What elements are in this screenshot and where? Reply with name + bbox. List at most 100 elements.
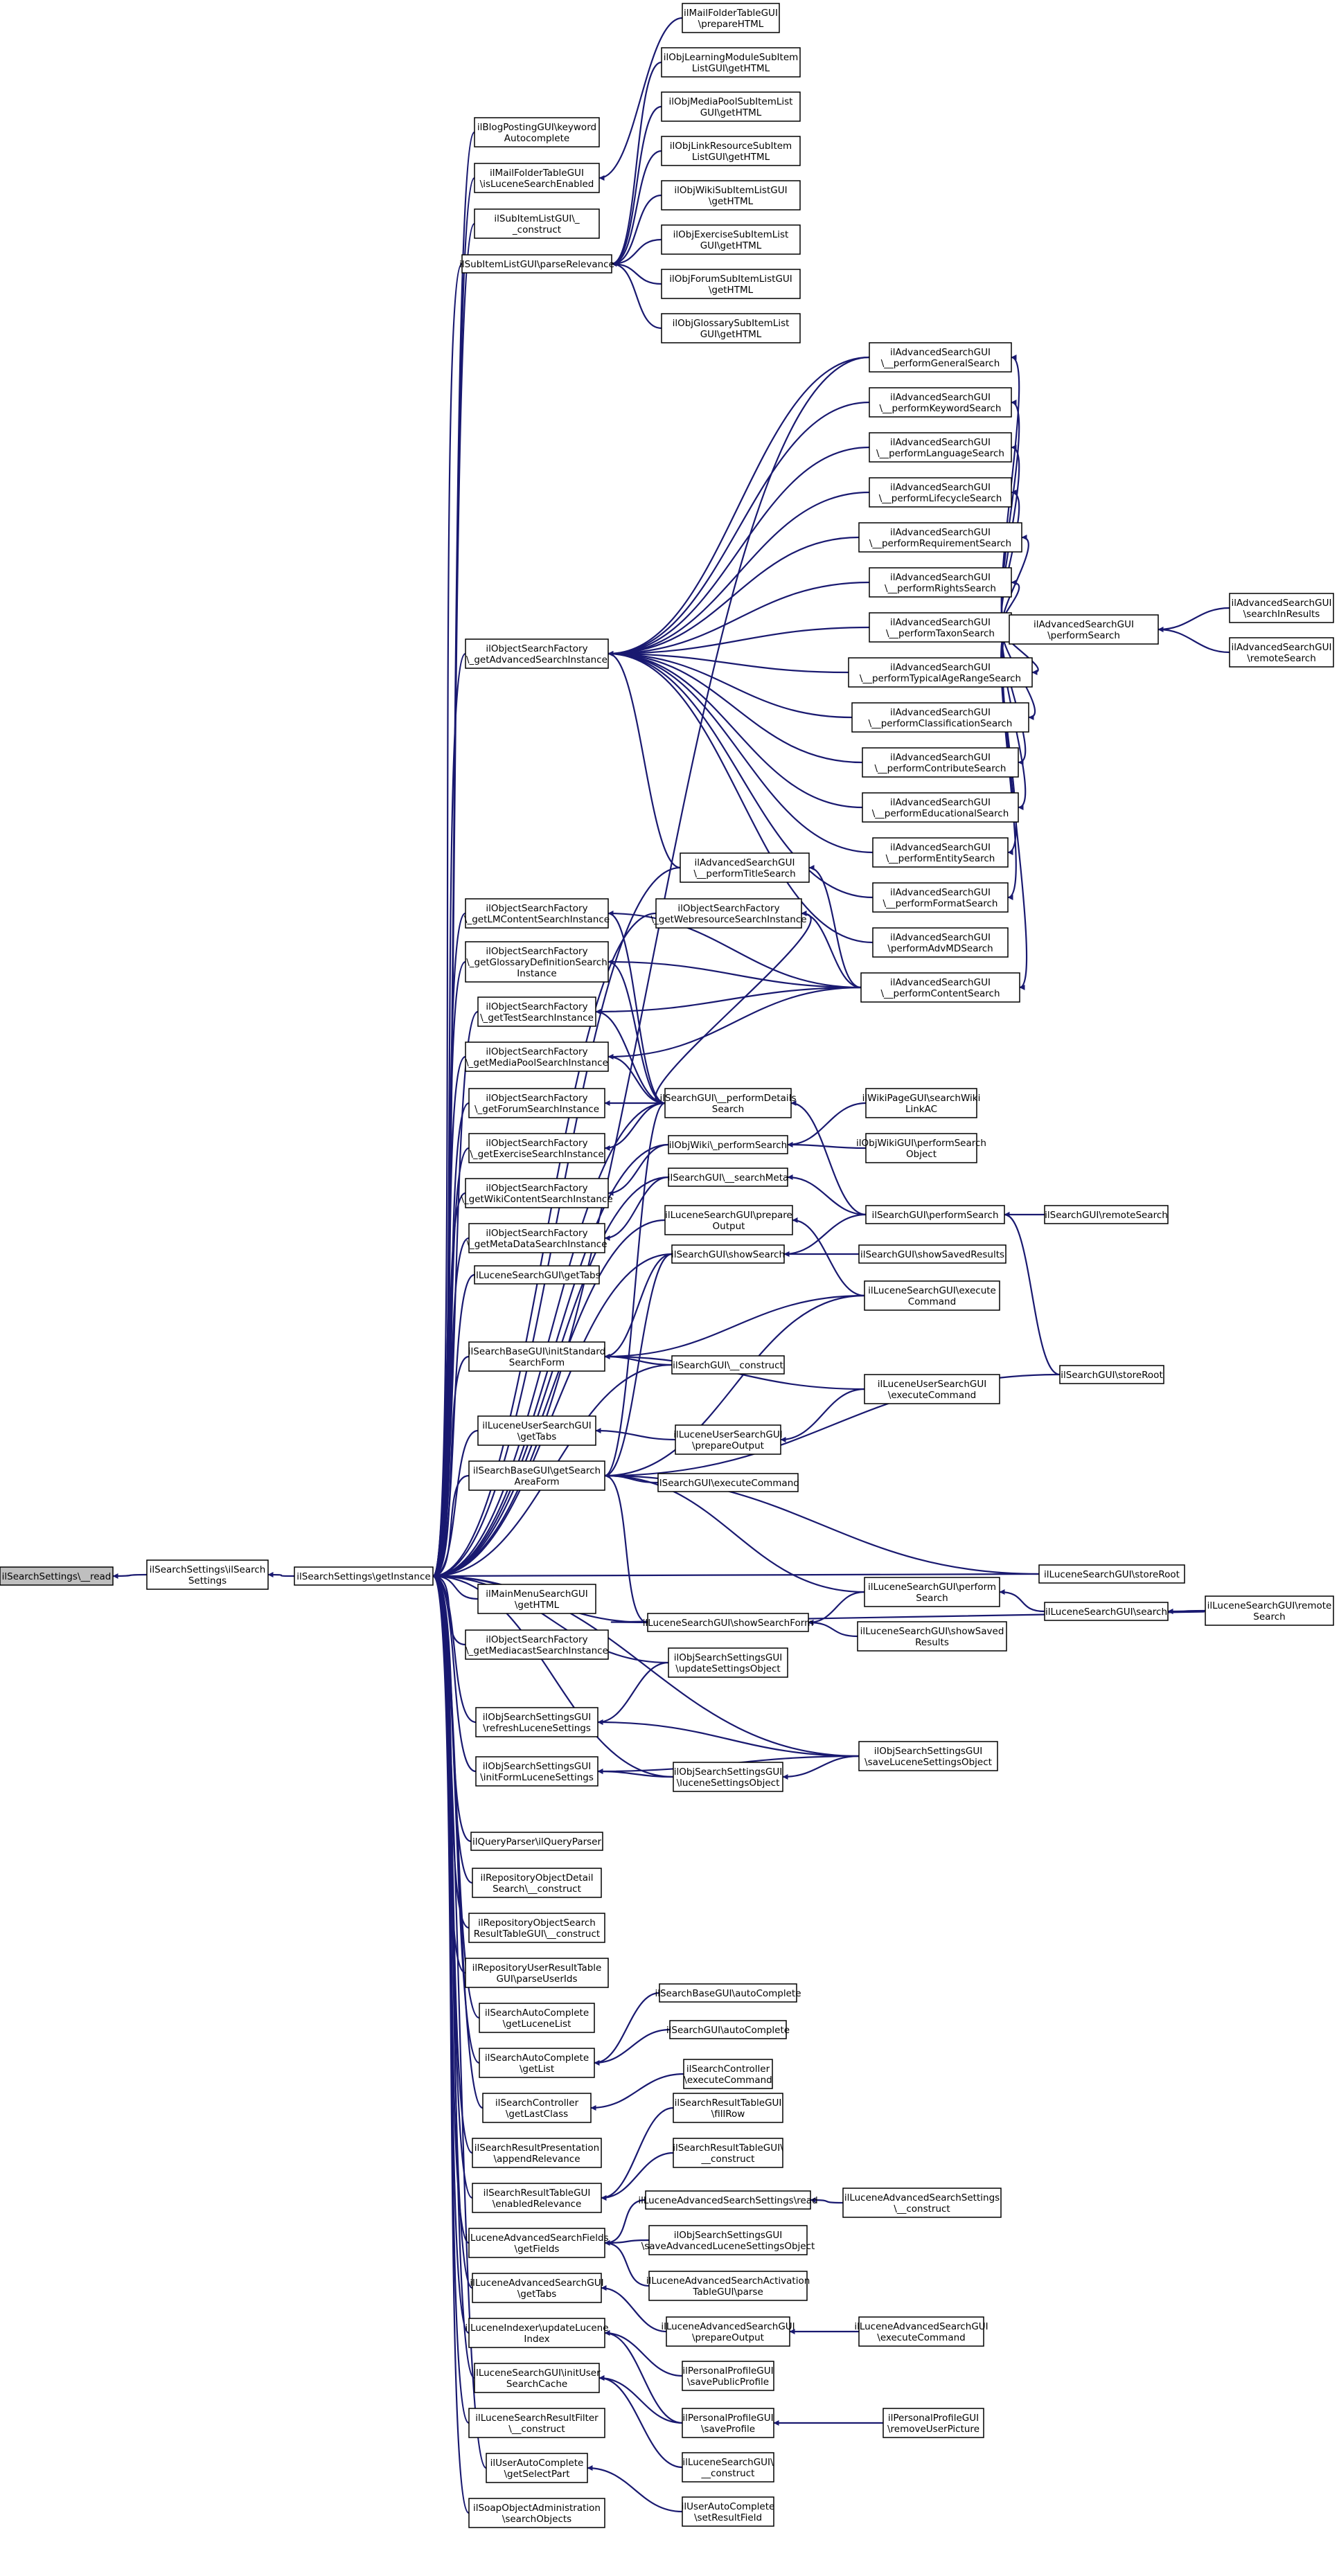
graph-node-saveAdvLucene[interactable]: ilObjSearchSettingsGUI\saveAdvancedLucen… (641, 2225, 815, 2255)
graph-node-luceneStoreRoot[interactable]: ilLuceneSearchGUI\storeRoot (1038, 1564, 1185, 1584)
graph-node-searchMeta[interactable]: ilSearchGUI\__searchMeta (668, 1168, 789, 1187)
graph-node-refreshLucene[interactable]: ilObjSearchSettingsGUI\refreshLuceneSett… (475, 1707, 598, 1737)
graph-node-mailLucene[interactable]: ilMailFolderTableGUI\isLuceneSearchEnabl… (474, 163, 600, 193)
graph-node-getTest[interactable]: ilObjectSearchFactory\_getTestSearchInst… (477, 996, 596, 1027)
graph-node-parseRelevance[interactable]: ilSubItemListGUI\parseRelevance (459, 254, 614, 274)
graph-node-luceneExecute[interactable]: ilLuceneSearchGUI\executeCommand (864, 1280, 1000, 1311)
graph-node-wikiPerformSearch[interactable]: ilObjWiki\_performSearch (668, 1135, 788, 1154)
graph-node-mainMenuHTML[interactable]: ilMainMenuSearchGUI\getHTML (477, 1584, 596, 1614)
graph-node-showSearch[interactable]: ilSearchGUI\showSearch (671, 1244, 785, 1264)
graph-node-searchConstruct[interactable]: ilSearchGUI\__construct (671, 1355, 785, 1375)
graph-node-luceneShowForm[interactable]: ilLuceneSearchGUI\showSearchForm (643, 1613, 813, 1632)
graph-node-storeRoot[interactable]: ilSearchGUI\storeRoot (1059, 1365, 1164, 1384)
graph-node-acGetList[interactable]: ilSearchAutoComplete\getList (479, 2048, 595, 2078)
graph-node-userACSet[interactable]: ilUserAutoComplete\setResultField (682, 2496, 775, 2527)
graph-node-luceneUserExecute[interactable]: ilLuceneUserSearchGUI\executeCommand (864, 1374, 1000, 1404)
graph-node-luceneUserPrepare[interactable]: ilLuceneUserSearchGUI\prepareOutput (673, 1424, 783, 1455)
graph-node-luceneShowSaved[interactable]: ilLuceneSearchGUI\showSavedResults (857, 1621, 1007, 1652)
graph-node-repoUser[interactable]: ilRepositoryUserResultTableGUI\parseUser… (465, 1958, 609, 1988)
graph-node-saveProfilePublic[interactable]: ilPersonalProfileGUI\savePublicProfile (682, 2361, 774, 2391)
graph-node-getWikiContent[interactable]: ilObjectSearchFactory\_getWikiContentSea… (461, 1178, 613, 1208)
graph-node-luceneSearch[interactable]: ilLuceneSearchGUI\search (1044, 1602, 1169, 1621)
graph-node-saveLucene[interactable]: ilObjSearchSettingsGUI\saveLuceneSetting… (858, 1741, 998, 1771)
graph-node-baseAutoComplete[interactable]: ilSearchBaseGUI\autoComplete (655, 1983, 801, 2003)
graph-node-acLucene[interactable]: ilSearchAutoComplete\getLuceneList (479, 2003, 595, 2033)
graph-node-rtConstruct[interactable]: ilSearchResultTableGUI\__construct (673, 2138, 783, 2168)
graph-node-advSearchInResults[interactable]: ilAdvancedSearchGUI\searchInResults (1229, 593, 1334, 623)
graph-node-rtEnabledRel[interactable]: ilSearchResultTableGUI\enabledRelevance (472, 2183, 602, 2213)
graph-node-ctrlExecute[interactable]: ilSearchController\executeCommand (683, 2059, 773, 2089)
graph-node-queryParser[interactable]: ilQueryParser\ilQueryParser (470, 1832, 603, 1851)
graph-node-getAdvInst[interactable]: ilObjectSearchFactory\_getAdvancedSearch… (465, 638, 609, 669)
graph-node-lasConstruct[interactable]: ilLuceneAdvancedSearchSettings\__constru… (842, 2188, 1002, 2218)
graph-node-repoDetail[interactable]: ilRepositoryObjectDetailSearch\__constru… (472, 1868, 602, 1898)
graph-node-getMediacast[interactable]: ilObjectSearchFactory\_getMediacastSearc… (465, 1629, 609, 1660)
graph-node-ss_construct[interactable]: ilSearchSettings\ilSearchSettings (146, 1559, 269, 1590)
graph-node-lucenePrepare[interactable]: ilLuceneSearchGUI\prepareOutput (664, 1205, 793, 1235)
graph-node-perfTaxon[interactable]: ilAdvancedSearchGUI\__performTaxonSearch (869, 612, 1012, 643)
graph-node-soapSearch[interactable]: ilSoapObjectAdministration\searchObjects (468, 2498, 605, 2528)
graph-node-luceneUserGetTabs[interactable]: ilLuceneUserSearchGUI\getTabs (477, 1415, 596, 1446)
graph-node-lasActivation[interactable]: ilLuceneAdvancedSearchActivationTableGUI… (646, 2271, 810, 2301)
graph-node-initFormLucene[interactable]: ilObjSearchSettingsGUI\initFormLuceneSet… (475, 1756, 598, 1787)
graph-node-rtFillRow[interactable]: ilSearchResultTableGUI\fillRow (673, 2093, 783, 2123)
graph-node-advPerformSearch[interactable]: ilAdvancedSearchGUI\performSearch (1009, 614, 1159, 645)
graph-node-getMetaData[interactable]: ilObjectSearchFactory\_getMetaDataSearch… (466, 1223, 608, 1253)
graph-node-perfContent[interactable]: ilAdvancedSearchGUI\__performContentSear… (860, 972, 1020, 1003)
graph-node-perfEducational[interactable]: ilAdvancedSearchGUI\__performEducational… (862, 792, 1019, 823)
graph-node-getLMContent[interactable]: ilObjectSearchFactory\_getLMContentSearc… (464, 898, 610, 929)
graph-node-userACSelect[interactable]: ilUserAutoComplete\getSelectPart (486, 2453, 588, 2483)
graph-node-root[interactable]: ilSearchSettings\__read (0, 1566, 114, 1586)
graph-node-lucenePerform[interactable]: ilLuceneSearchGUI\performSearch (864, 1577, 1000, 1607)
graph-node-advRemoteSearch[interactable]: ilAdvancedSearchGUI\remoteSearch (1229, 637, 1334, 668)
graph-node-lasRead[interactable]: ilLuceneAdvancedSearchSettings\read (638, 2190, 818, 2210)
graph-node-lasGuiPrepare[interactable]: ilLuceneAdvancedSearchGUI\prepareOutput (661, 2316, 795, 2347)
graph-node-searchRemote[interactable]: ilSearchGUI\remoteSearch (1044, 1205, 1169, 1224)
graph-node-perfLanguage[interactable]: ilAdvancedSearchGUI\__performLanguageSea… (869, 432, 1012, 463)
graph-node-luceneGetTabs[interactable]: ilLuceneSearchGUI\getTabs (473, 1265, 601, 1285)
graph-node-getForum[interactable]: ilObjectSearchFactory\_getForumSearchIns… (468, 1088, 605, 1118)
graph-node-updateSettings[interactable]: ilObjSearchSettingsGUI\updateSettingsObj… (668, 1647, 788, 1678)
graph-node-lasFieldsGet[interactable]: ilLuceneAdvancedSearchFields\getFields (465, 2228, 609, 2258)
graph-node-searchPerformSearch[interactable]: ilSearchGUI\performSearch (865, 1205, 1005, 1224)
graph-node-getGlossary[interactable]: ilObjectSearchFactory\_getGlossaryDefini… (465, 941, 609, 983)
graph-node-searchAutoComplete[interactable]: ilSearchGUI\autoComplete (666, 2020, 790, 2039)
graph-node-luceneSettingsObj[interactable]: ilObjSearchSettingsGUI\luceneSettingsObj… (673, 1762, 783, 1792)
graph-node-perfGeneral[interactable]: ilAdvancedSearchGUI\__performGeneralSear… (869, 342, 1012, 373)
graph-node-subitemConstruct[interactable]: ilSubItemListGUI\__construct (474, 208, 600, 239)
graph-node-forumSub[interactable]: ilObjForumSubItemListGUI\getHTML (661, 269, 801, 299)
graph-node-removePicture[interactable]: ilPersonalProfileGUI\removeUserPicture (883, 2408, 984, 2438)
graph-node-presRelevance[interactable]: ilSearchResultPresentation\appendRelevan… (472, 2138, 602, 2168)
graph-node-luceneGuiConstruct[interactable]: ilLuceneSearchGUI\__construct (682, 2452, 774, 2483)
graph-node-perfRights[interactable]: ilAdvancedSearchGUI\__performRightsSearc… (869, 567, 1012, 598)
graph-node-perfLifecycle[interactable]: ilAdvancedSearchGUI\__performLifecycleSe… (869, 477, 1012, 508)
graph-node-perfContribute[interactable]: ilAdvancedSearchGUI\__performContributeS… (862, 747, 1019, 778)
graph-node-mailPrepare[interactable]: ilMailFolderTableGUI\prepareHTML (682, 3, 780, 33)
graph-node-lasGuiExecute[interactable]: ilLuceneAdvancedSearchGUI\executeCommand (854, 2316, 988, 2347)
graph-node-getExercise[interactable]: ilObjectSearchFactory\_getExerciseSearch… (468, 1133, 605, 1163)
graph-node-perfRequirement[interactable]: ilAdvancedSearchGUI\__performRequirement… (858, 522, 1022, 553)
graph-node-perfFormat[interactable]: ilAdvancedSearchGUI\__performFormatSearc… (872, 882, 1009, 913)
graph-node-lasGuiTabs[interactable]: ilLuceneAdvancedSearchGUI\getTabs (470, 2273, 604, 2303)
graph-node-getInstance[interactable]: ilSearchSettings\getInstance (294, 1566, 434, 1586)
graph-node-perfTypical[interactable]: ilAdvancedSearchGUI\__performTypicalAgeR… (848, 657, 1033, 688)
graph-node-repoResult[interactable]: ilRepositoryObjectSearchResultTableGUI\_… (468, 1913, 605, 1943)
graph-node-perfClassification[interactable]: ilAdvancedSearchGUI\__performClassificat… (851, 702, 1029, 733)
graph-node-saveProfile[interactable]: ilPersonalProfileGUI\saveProfile (682, 2408, 774, 2438)
graph-node-lrfConstruct[interactable]: ilLuceneSearchResultFilter\__construct (468, 2408, 605, 2438)
graph-node-getWebres[interactable]: ilObjectSearchFactory\_getWebresourceSea… (650, 898, 807, 929)
graph-node-getMediaPool[interactable]: ilObjectSearchFactory\_getMediaPoolSearc… (465, 1041, 609, 1072)
graph-node-perfAdvMD[interactable]: ilAdvancedSearchGUI\performAdvMDSearch (872, 927, 1009, 958)
